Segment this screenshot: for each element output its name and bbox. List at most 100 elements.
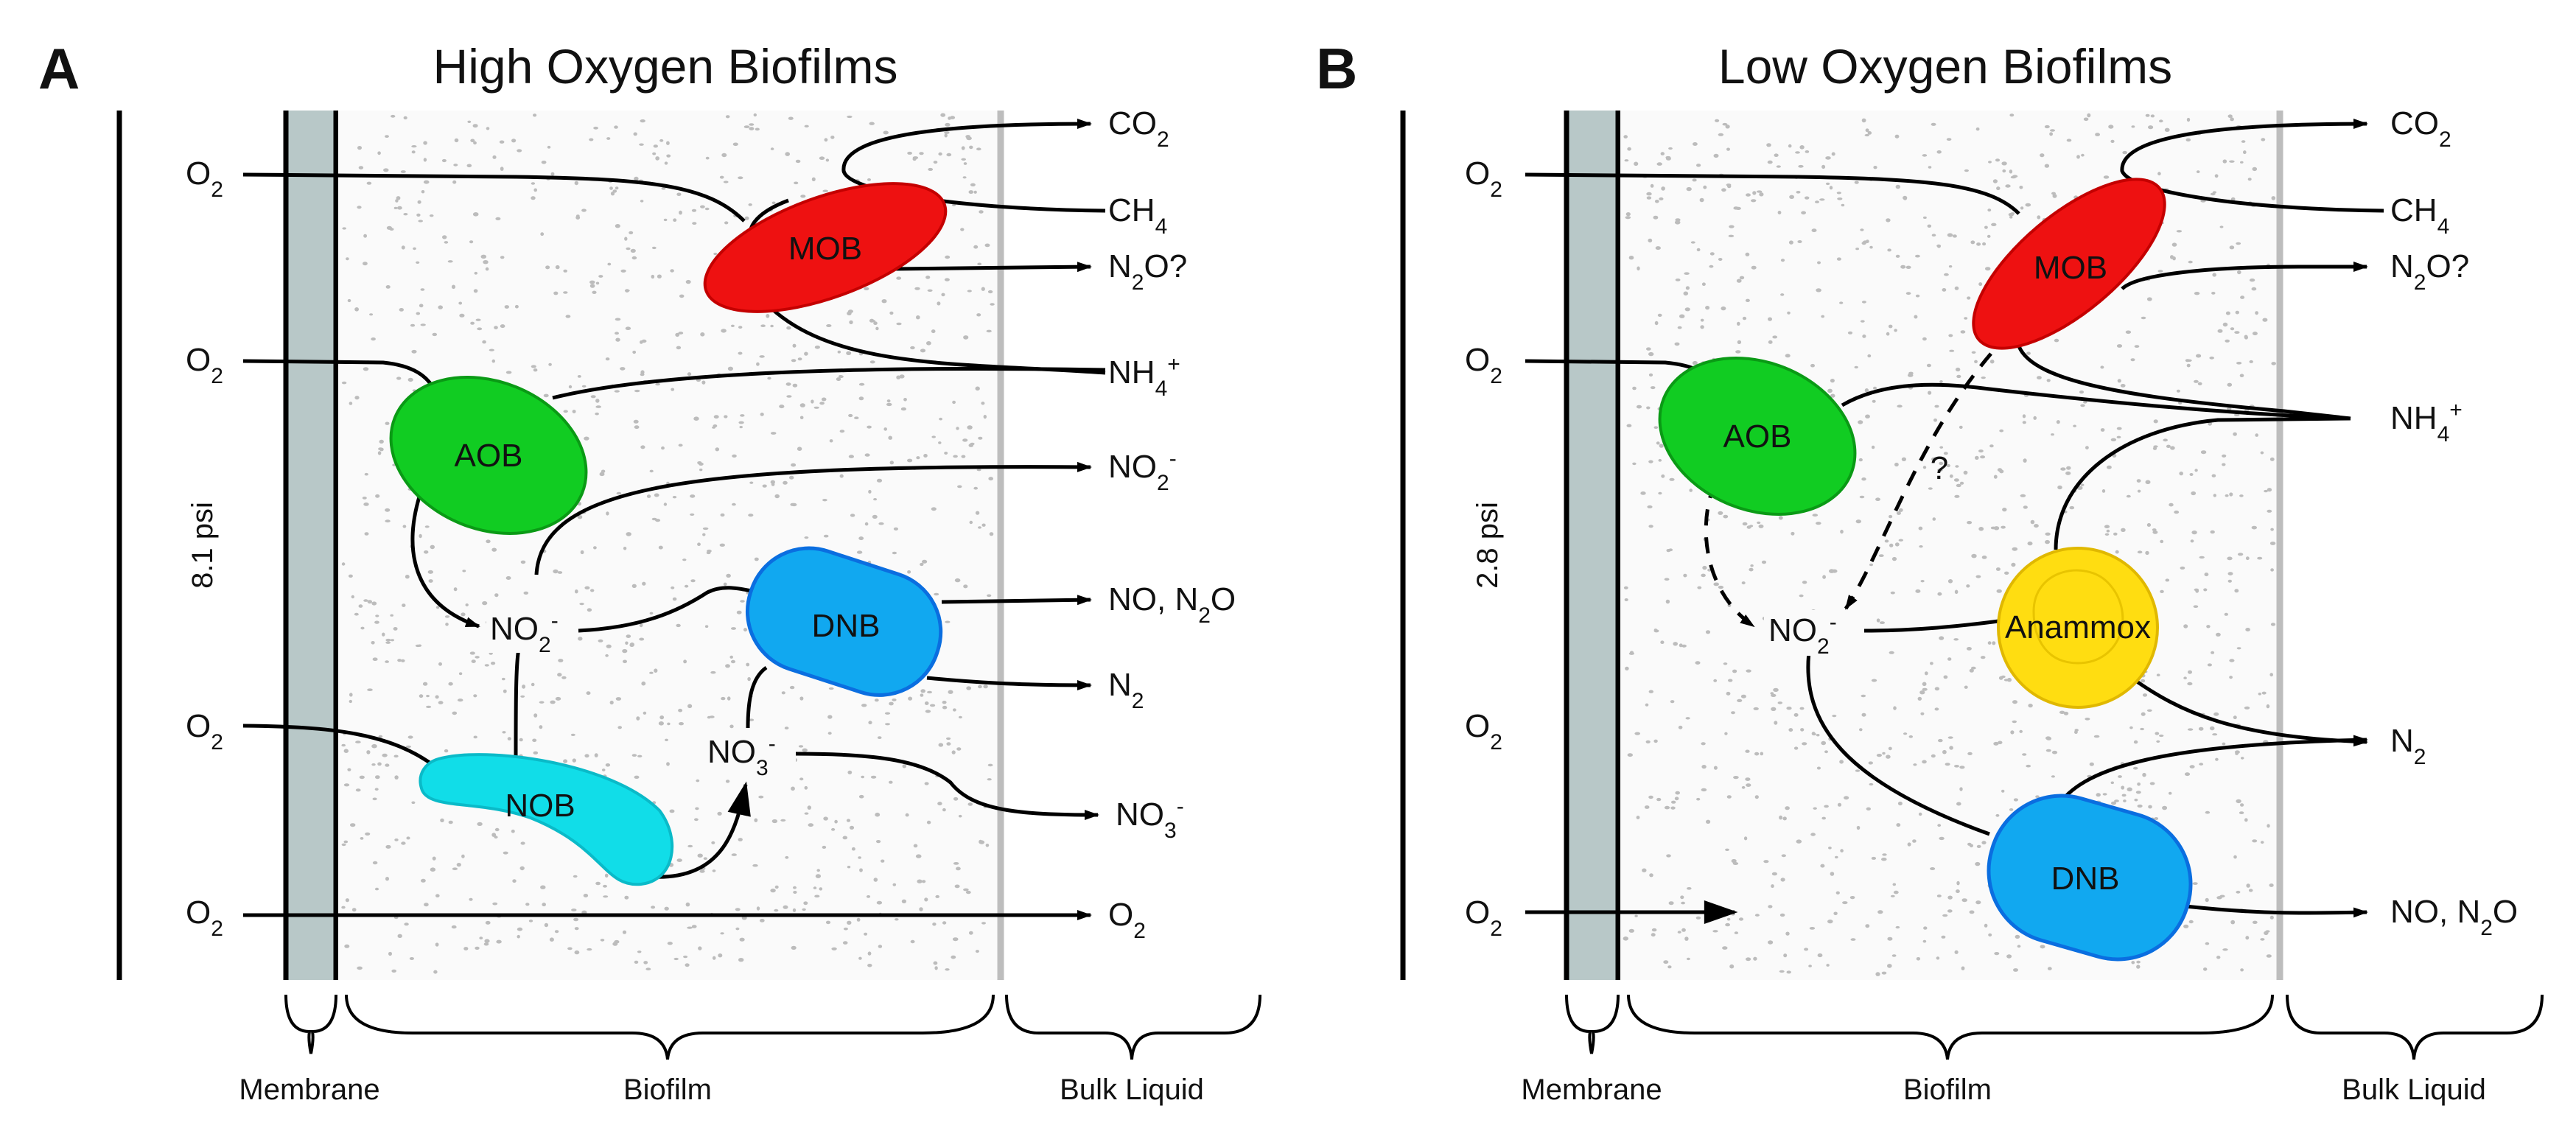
biofilm-dot — [2096, 793, 2101, 797]
bulk-liquid-brace — [1005, 994, 1261, 1060]
biofilm-dot — [2026, 351, 2031, 355]
biofilm-dot — [379, 439, 384, 444]
biofilm-dot — [1864, 388, 1869, 393]
biofilm-dot — [555, 265, 560, 270]
biofilm-dot — [2142, 693, 2148, 697]
biofilm-dot — [1888, 746, 1892, 751]
biofilm-dot — [678, 332, 684, 335]
biofilm-dot — [2149, 782, 2155, 785]
biofilm-dot — [1828, 847, 1832, 850]
biofilm-dot — [574, 181, 578, 186]
biofilm-dot — [1809, 927, 1816, 930]
biofilm-dot — [409, 957, 415, 960]
biofilm-dot — [1753, 956, 1757, 961]
biofilm-dot — [1893, 890, 1899, 894]
biofilm-dot — [719, 543, 725, 547]
biofilm-dot — [1954, 950, 1959, 954]
biofilm-dot — [946, 737, 951, 740]
biofilm-dot — [792, 908, 797, 912]
biofilm-dot — [2191, 531, 2197, 535]
biofilm-dot — [1640, 491, 1646, 495]
biofilm-dot — [2137, 489, 2141, 493]
biofilm-dot — [756, 362, 760, 366]
biofilm-dot — [590, 395, 596, 399]
biofilm-dot — [2236, 890, 2241, 894]
biofilm-dot — [482, 340, 486, 344]
biofilm-dot — [724, 415, 728, 419]
biofilm-dot — [945, 968, 950, 971]
biofilm-dot — [1974, 360, 1978, 363]
biofilm-dot — [1750, 564, 1754, 567]
biofilm-dot — [426, 705, 432, 709]
biofilm-dot — [983, 415, 987, 419]
biofilm-dot — [360, 626, 365, 630]
biofilm-dot — [1967, 752, 1973, 755]
biofilm-dot — [606, 137, 611, 140]
biofilm-dot — [578, 637, 583, 641]
biofilm-dot — [1654, 200, 1659, 203]
biofilm-dot — [678, 444, 683, 447]
biofilm-dot — [451, 925, 457, 929]
biofilm-dot — [615, 332, 619, 335]
biofilm-dot — [587, 608, 592, 612]
biofilm-dot — [531, 182, 536, 185]
biofilm-dot — [2093, 735, 2100, 738]
biofilm-dot — [567, 947, 573, 950]
biofilm-dot — [903, 398, 907, 402]
biofilm-dot — [981, 402, 985, 405]
biofilm-dot — [1645, 740, 1651, 744]
biofilm-dot — [749, 123, 755, 126]
biofilm-dot — [2236, 799, 2241, 804]
biofilm-dot — [1922, 939, 1927, 943]
biofilm-dot — [811, 177, 816, 181]
biofilm-dot — [605, 763, 611, 767]
biofilm-dot — [473, 289, 478, 293]
biofilm-dot — [2187, 682, 2193, 686]
biofilm-dot — [905, 813, 909, 817]
biofilm-dot — [2222, 322, 2228, 327]
biofilm-dot — [2135, 791, 2141, 794]
biofilm-dot — [2252, 332, 2258, 336]
biofilm-dot — [953, 796, 959, 801]
biofilm-dot — [1915, 254, 1920, 258]
biofilm-dot — [727, 696, 731, 701]
biofilm-dot — [2113, 532, 2118, 536]
biofilm-dot — [2210, 530, 2215, 534]
biofilm-dot — [1623, 135, 1628, 139]
biofilm-dot — [1718, 133, 1724, 136]
biofilm-dot — [730, 659, 736, 664]
biofilm-dot — [864, 453, 870, 457]
biofilm-dot — [550, 700, 556, 704]
biofilm-dot — [421, 190, 425, 194]
biofilm-dot — [721, 153, 727, 158]
o2-input-label: O2 — [186, 894, 223, 941]
biofilm-dot — [453, 164, 458, 167]
biofilm-dot — [1847, 331, 1853, 335]
biofilm-dot — [720, 513, 725, 517]
biofilm-dot — [631, 584, 637, 588]
biofilm-dot — [540, 885, 546, 889]
biofilm-dot — [1941, 935, 1946, 939]
biofilm-dot — [1745, 298, 1750, 302]
biofilm-dot — [1934, 707, 1939, 711]
biofilm-dot — [934, 592, 939, 596]
biofilm-dot — [472, 212, 479, 217]
biofilm-dot — [1895, 254, 1900, 258]
biofilm-dot — [1767, 160, 1773, 164]
biofilm-dot — [1837, 802, 1842, 807]
biofilm-dot — [1866, 807, 1871, 811]
o2-input-label: O2 — [1465, 155, 1502, 202]
biofilm-dot — [1798, 164, 1804, 168]
biofilm-dot — [369, 313, 374, 316]
biofilm-dot — [824, 138, 828, 142]
biofilm-dot — [563, 269, 567, 273]
biofilm-dot — [1993, 475, 1998, 479]
biofilm-dot — [791, 786, 795, 791]
biofilm-dot — [1796, 191, 1801, 194]
biofilm-dot — [799, 403, 805, 407]
biofilm-dot — [2073, 424, 2077, 427]
biofilm-dot — [444, 615, 450, 618]
biofilm-dot — [1811, 228, 1817, 233]
biofilm-dot — [938, 152, 942, 156]
biofilm-dot — [1656, 441, 1660, 445]
